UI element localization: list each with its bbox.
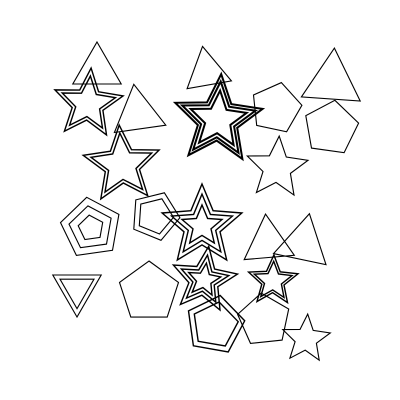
pentagon-ring xyxy=(118,260,180,318)
star-outline xyxy=(81,123,161,201)
triangle-ring xyxy=(300,47,362,102)
pentagon-outline xyxy=(252,81,303,133)
triangle-outline xyxy=(186,45,233,90)
pentagon-outline xyxy=(236,292,290,344)
star-ring xyxy=(89,131,154,194)
pentagon-outline xyxy=(305,99,360,154)
pentagon-outline xyxy=(59,196,120,257)
star-ring xyxy=(60,74,118,130)
star-outline xyxy=(160,182,244,262)
star-ring xyxy=(252,259,294,299)
star-ring xyxy=(188,87,250,148)
star-outline xyxy=(53,66,125,137)
pentagon-outline xyxy=(187,294,246,353)
triangle-outline xyxy=(113,83,167,134)
pentagon-ring xyxy=(77,214,104,241)
star-ring xyxy=(81,123,161,201)
pentagon-outline xyxy=(133,192,181,241)
pentagon-ring xyxy=(187,294,246,353)
triangle-ring xyxy=(243,213,296,261)
triangle-ring xyxy=(59,278,95,310)
triangle-ring xyxy=(113,83,167,134)
triangle-outline xyxy=(71,40,123,85)
star-outline xyxy=(246,253,300,305)
pentagon-ring xyxy=(59,196,120,257)
triangle-ring xyxy=(186,45,233,90)
triangle-outline xyxy=(300,47,362,102)
pentagon-ring xyxy=(138,198,175,235)
star-ring xyxy=(246,253,300,305)
triangle-outline xyxy=(243,213,296,261)
pentagon-ring xyxy=(236,292,290,344)
star-outline xyxy=(172,71,266,162)
pentagon-ring xyxy=(193,301,240,347)
star-ring xyxy=(172,71,266,162)
pentagon-outline xyxy=(118,260,180,318)
triangle-ring xyxy=(51,274,103,319)
triangle-outline xyxy=(51,274,103,319)
star-outline xyxy=(171,244,240,312)
star-ring xyxy=(179,78,259,156)
pentagon-ring xyxy=(305,99,360,154)
star-ring xyxy=(281,312,332,362)
triangle-outline xyxy=(272,212,327,266)
star-ring xyxy=(53,66,125,137)
pentagon-ring xyxy=(252,81,303,133)
star-outline xyxy=(245,134,310,197)
star-ring xyxy=(171,244,240,312)
star-ring xyxy=(179,253,231,304)
triangle-ring xyxy=(71,40,123,85)
star-ring xyxy=(169,192,235,254)
pentagon-ring xyxy=(68,205,112,249)
star-outline xyxy=(281,312,332,362)
star-ring xyxy=(160,182,244,262)
triangle-ring xyxy=(272,212,327,266)
star-ring xyxy=(187,261,223,297)
star-ring xyxy=(180,203,224,245)
star-ring xyxy=(245,134,310,197)
pentagon-ring xyxy=(133,192,181,241)
